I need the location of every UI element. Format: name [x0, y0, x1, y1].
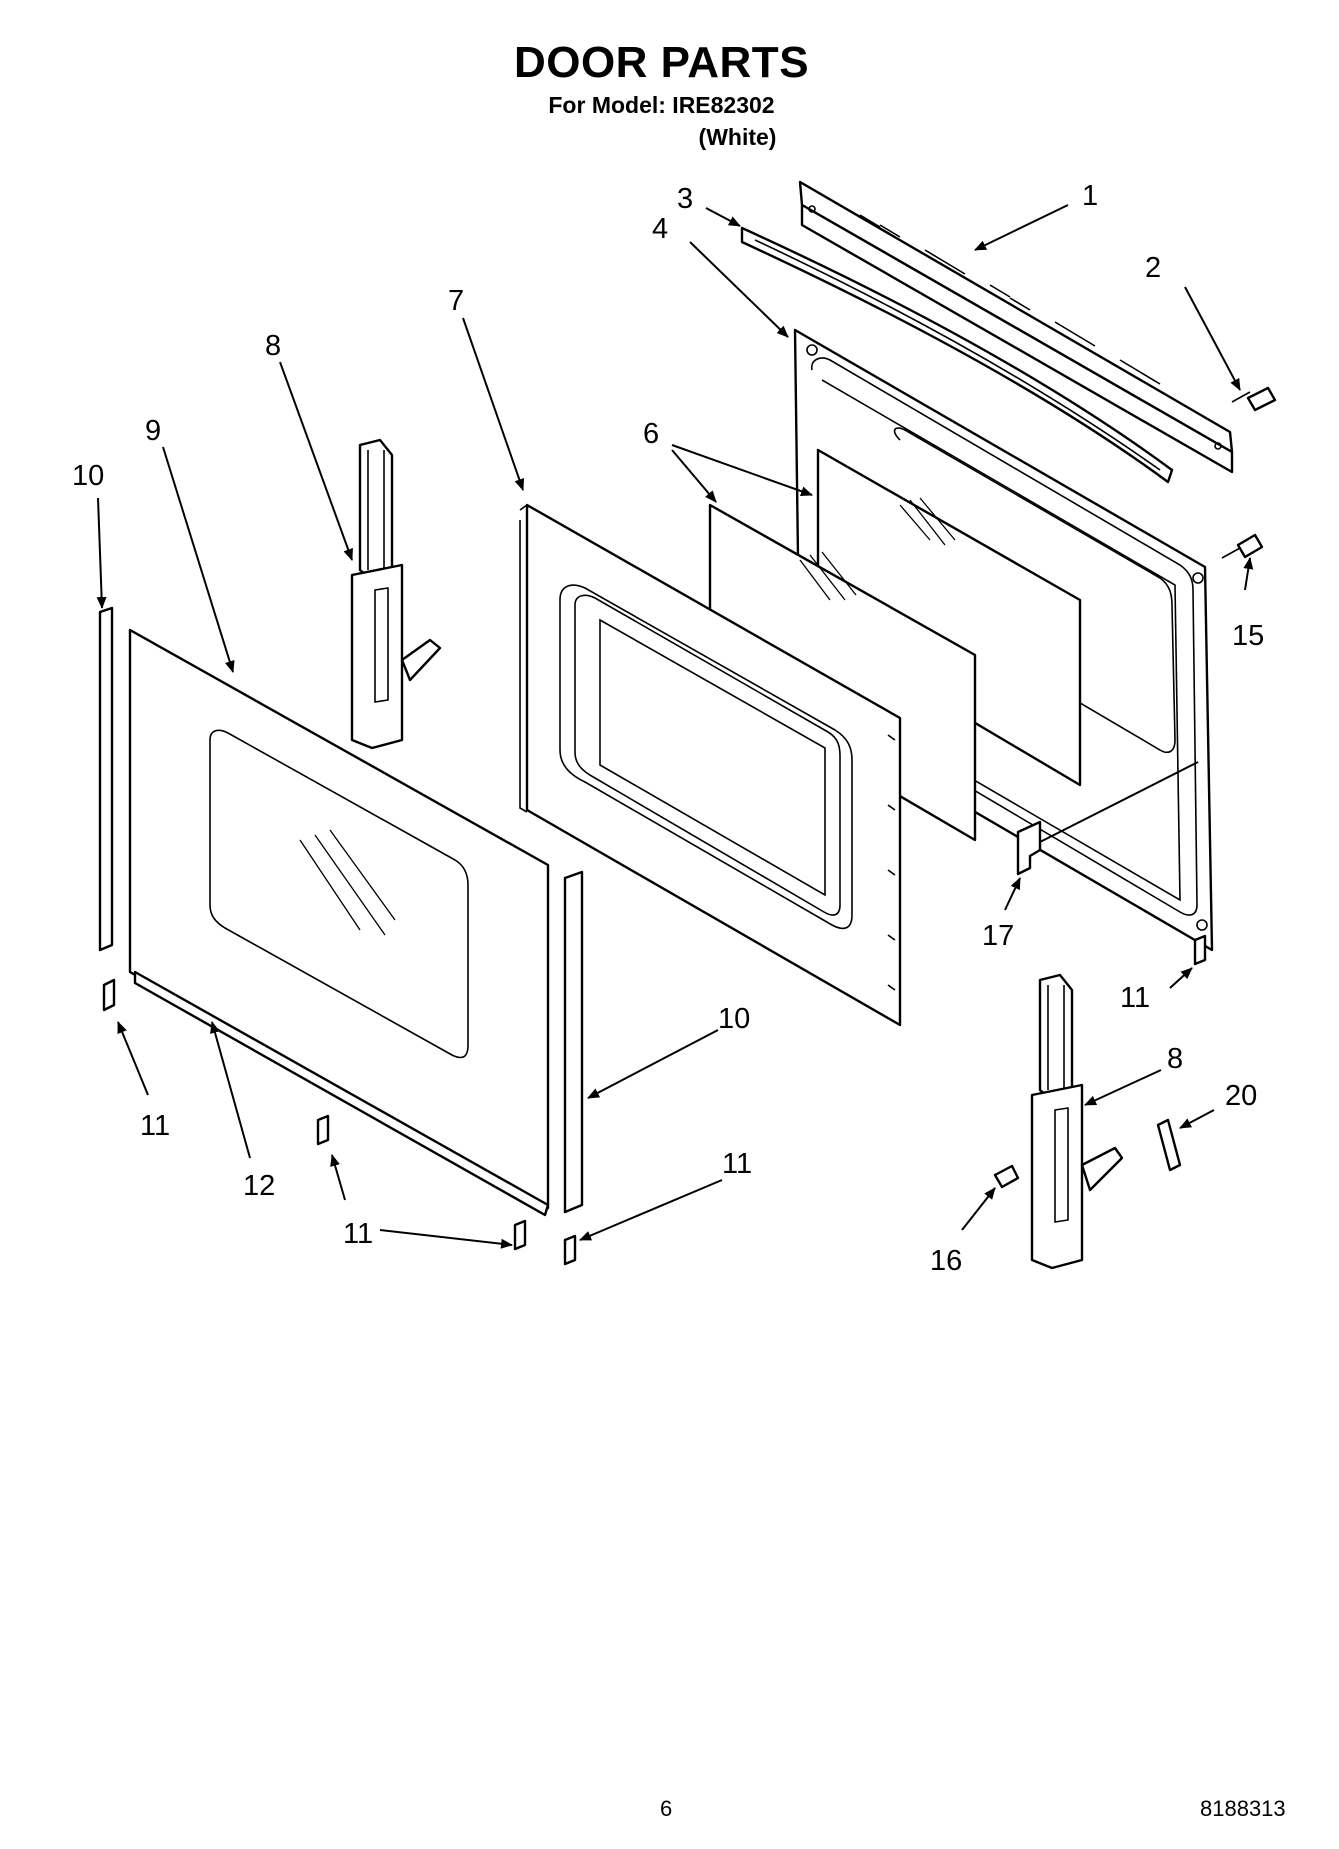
part-screw-11d: [563, 1234, 577, 1266]
callout-15: 15: [1232, 620, 1264, 652]
model-label: For Model: IRE82302: [548, 92, 775, 118]
part-screw-11b: [316, 1114, 330, 1146]
part-bottom-trim: [133, 970, 550, 1217]
callout-2: 2: [1145, 252, 1161, 284]
callout-4: 4: [652, 213, 668, 245]
part-screw-16: [993, 1164, 1020, 1189]
page-title: DOOR PARTS: [513, 38, 810, 87]
part-plate-20: [1156, 1118, 1182, 1172]
callout-8-right: 8: [1167, 1043, 1183, 1075]
callout-6: 6: [643, 418, 659, 450]
part-door-liner: [519, 503, 902, 1027]
part-outer-door-panel: [128, 628, 550, 1210]
color-label: (White): [698, 124, 777, 150]
callout-20: 20: [1225, 1080, 1257, 1112]
part-clip-17: [1016, 820, 1042, 876]
callout-11-middle: 11: [722, 1148, 752, 1180]
part-screw-11c: [513, 1219, 527, 1251]
callout-3: 3: [677, 183, 693, 215]
part-side-trim-right: [563, 870, 584, 1214]
callout-11-right: 11: [1120, 982, 1150, 1014]
callout-16: 16: [930, 1245, 962, 1277]
document-number: 8188313: [1200, 1796, 1286, 1821]
part-screw-11a: [102, 978, 116, 1012]
callout-9: 9: [145, 415, 161, 447]
callout-1: 1: [1082, 180, 1098, 212]
part-side-trim-left: [98, 606, 114, 952]
part-hinge-right: [1030, 973, 1124, 1270]
callout-11-left: 11: [140, 1110, 170, 1142]
callout-8-left: 8: [265, 330, 281, 362]
callout-10-left: 10: [72, 460, 104, 492]
part-screw-15: [1221, 533, 1264, 559]
callout-12: 12: [243, 1170, 275, 1202]
part-hinge-left: [350, 438, 442, 750]
part-door-handle: [740, 226, 1174, 484]
part-screw-2: [1231, 386, 1277, 412]
callout-10-right: 10: [718, 1003, 750, 1035]
callout-7: 7: [448, 285, 464, 317]
callout-11-bottom: 11: [343, 1218, 373, 1250]
part-vent-trim: [798, 180, 1234, 474]
leader-lines: [96, 204, 1254, 1249]
page-number: 6: [660, 1796, 673, 1821]
part-screw-11e: [1193, 934, 1207, 966]
callout-17: 17: [982, 920, 1014, 952]
